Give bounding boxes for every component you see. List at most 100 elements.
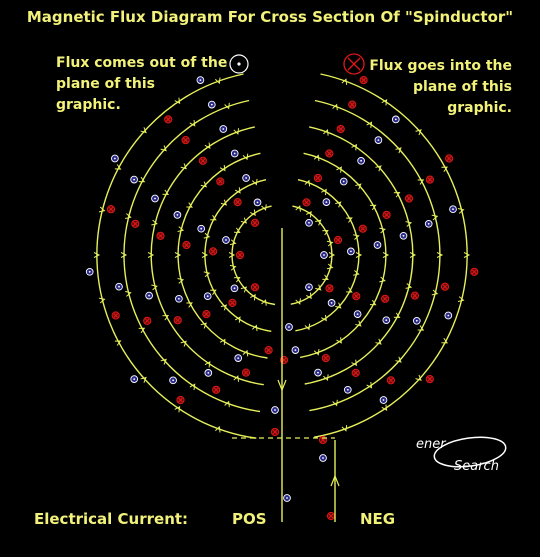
flux-out-marker — [320, 251, 328, 259]
arrow-right — [369, 204, 377, 211]
flux-out-marker — [373, 241, 382, 249]
flux-in-marker — [181, 136, 190, 145]
flux-out-marker — [242, 174, 250, 182]
arrow-right — [431, 289, 439, 296]
arrow-left — [174, 97, 181, 105]
arrow-right — [341, 78, 348, 85]
arrow-right — [322, 274, 329, 280]
flux-out-marker — [115, 282, 123, 291]
arrow-left — [210, 214, 217, 221]
flux-in-marker — [348, 100, 357, 109]
flux-in-marker — [382, 210, 391, 219]
arrow-right — [379, 276, 386, 283]
arrow-right — [346, 287, 353, 293]
flux-in-marker — [264, 346, 273, 355]
arrow-right — [326, 240, 334, 247]
flux-in-marker — [212, 385, 221, 394]
flux-in-marker — [445, 154, 454, 163]
flux-out-marker — [130, 375, 139, 383]
arrow-left — [251, 178, 258, 186]
arrow-right — [323, 374, 329, 382]
enersearch-logo: ener Search — [416, 436, 507, 474]
arrow-left — [180, 340, 187, 347]
arrow-left — [189, 383, 196, 390]
flux-out-marker — [130, 175, 138, 184]
arrow-left — [220, 199, 228, 206]
arrow-right — [463, 252, 471, 258]
arrow-left — [180, 163, 187, 170]
arrow-right — [375, 338, 382, 345]
flux-out-legend-text: Flux comes out of the plane of this grap… — [56, 55, 228, 113]
arrow-right — [369, 299, 377, 306]
arrow-right — [381, 404, 388, 411]
direction-arrows — [93, 77, 471, 433]
arrow-right — [351, 143, 358, 151]
flux-in-marker — [111, 311, 120, 320]
flux-out-marker — [230, 284, 239, 293]
neg-terminal-label: NEG — [360, 510, 396, 528]
arrow-left — [98, 297, 106, 304]
flux-in-marker — [202, 310, 211, 319]
flux-in-marker — [352, 292, 361, 301]
arrow-right — [436, 252, 444, 258]
flux-in-marker — [270, 427, 280, 437]
flux-out-marker — [230, 149, 239, 158]
flux-out-marker — [424, 219, 433, 228]
pos-lead-arrow — [277, 379, 287, 392]
arrow-right — [415, 129, 422, 136]
arrow-right — [326, 263, 334, 270]
flux-out-marker — [145, 291, 153, 300]
arrow-right — [417, 179, 425, 185]
coil-left-3 — [177, 152, 268, 359]
flux-in-marker — [381, 294, 390, 303]
arrow-right — [321, 188, 327, 196]
arrow-left — [186, 302, 193, 308]
flux-in-marker — [326, 511, 336, 521]
flux-in-marker — [302, 198, 311, 207]
flux-in-marker — [241, 368, 251, 377]
flux-out-marker — [374, 136, 383, 144]
flux-out-marker — [203, 292, 212, 301]
arrow-left — [140, 376, 147, 383]
arrow-left — [234, 227, 241, 233]
flux-in-legend-icon — [343, 53, 365, 75]
flux-in-marker — [313, 173, 322, 183]
arrow-left — [234, 277, 241, 283]
arrow-right — [306, 292, 312, 300]
arrow-left — [98, 206, 106, 213]
coil-left-2 — [150, 126, 264, 386]
arrow-left — [220, 304, 228, 311]
arrow-left — [151, 284, 158, 291]
arrow-right — [306, 210, 312, 218]
arrow-right — [366, 382, 373, 389]
arrow-right — [295, 298, 301, 305]
arrow-left — [219, 164, 226, 172]
arrow-right — [415, 374, 422, 381]
arrow-right — [355, 183, 362, 190]
arrow-left — [210, 289, 217, 296]
flux-out-marker — [291, 346, 300, 354]
coil-right-1 — [309, 99, 441, 412]
flux-in-marker — [131, 219, 140, 228]
flux-out-marker — [391, 115, 400, 124]
arrow-right — [336, 337, 342, 344]
arrow-left — [186, 202, 193, 208]
flux-out-marker — [151, 194, 159, 203]
arrow-right — [313, 348, 320, 356]
flux-in-marker — [440, 282, 450, 291]
arrow-left — [189, 120, 196, 127]
arrow-right — [295, 205, 301, 212]
flux-out-marker — [314, 368, 322, 377]
arrow-right — [395, 147, 402, 154]
flux-out-marker — [319, 454, 327, 462]
flux-in-marker — [404, 194, 414, 203]
flux-out-marker — [347, 247, 355, 256]
arrow-left — [242, 153, 249, 161]
arrow-left — [177, 226, 185, 232]
flux-in-marker — [156, 231, 165, 240]
flux-in-marker — [235, 250, 245, 260]
flux-out-marker — [204, 369, 213, 377]
arrow-left — [93, 252, 101, 258]
arrow-right — [381, 99, 388, 106]
arrow-right — [409, 252, 417, 258]
